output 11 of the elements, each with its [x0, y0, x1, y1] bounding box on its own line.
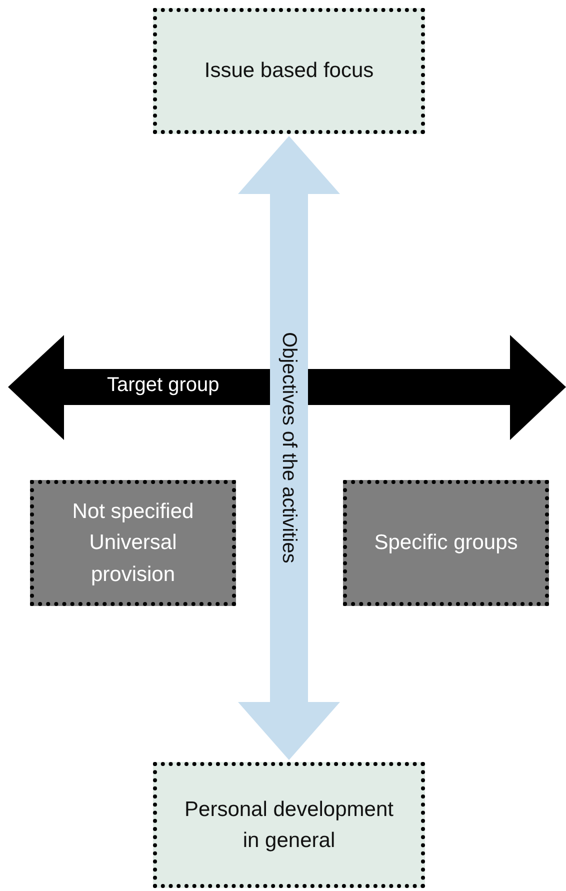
box-label: Personal development in general [184, 796, 394, 854]
double-arrow [238, 136, 340, 760]
box-label: Not specified Universal provision [71, 498, 195, 588]
axis-label: Target group [107, 374, 220, 397]
group-box [343, 480, 549, 606]
category-box [153, 762, 425, 888]
box-label: Issue based focus [204, 58, 374, 84]
group-box [30, 480, 236, 606]
edge-label: Objectives of the activities [277, 331, 300, 566]
box-label: Specific groups [374, 530, 518, 556]
category-box [153, 8, 425, 134]
